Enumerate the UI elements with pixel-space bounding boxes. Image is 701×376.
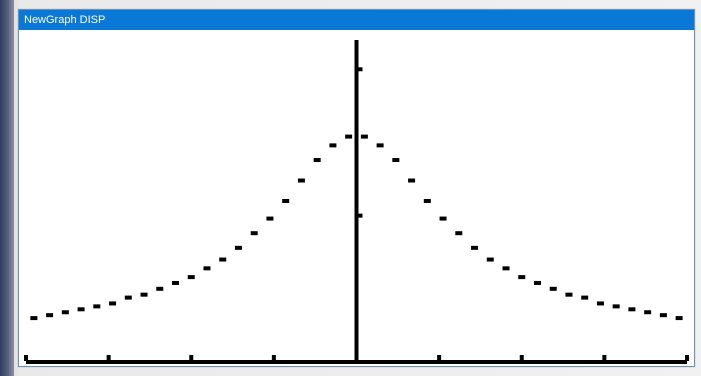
graph-canvas <box>24 40 689 364</box>
curve-point <box>30 316 38 321</box>
window-titlebar[interactable]: NewGraph DISP <box>19 10 694 30</box>
curve-layer <box>30 134 683 321</box>
curve-point <box>46 313 54 318</box>
curve-point <box>408 178 416 183</box>
curve-point <box>628 307 636 312</box>
curve-point <box>172 280 180 285</box>
curve-point <box>77 307 85 312</box>
curve-point <box>140 292 148 297</box>
curve-point <box>549 286 557 291</box>
curve-point <box>581 295 589 300</box>
graph-display <box>19 30 694 366</box>
curve-point <box>644 310 652 315</box>
curve-point <box>345 134 353 139</box>
curve-point <box>93 304 101 309</box>
x-tick-mark <box>106 355 111 361</box>
curve-point <box>502 266 510 271</box>
y-tick-mark <box>356 67 363 72</box>
curve-point <box>439 216 447 221</box>
curve-point <box>109 301 117 306</box>
curve-point <box>565 292 573 297</box>
x-tick-mark <box>354 355 359 361</box>
curve-point <box>219 257 227 262</box>
curve-point <box>675 316 683 321</box>
x-tick-mark <box>24 355 28 361</box>
curve-point <box>455 231 463 236</box>
curve-point <box>266 216 274 221</box>
curve-point <box>203 266 211 271</box>
x-tick-mark <box>602 355 607 361</box>
curve-point <box>329 143 337 148</box>
curve-point <box>297 178 305 183</box>
curve-point <box>250 231 258 236</box>
curve-point <box>392 158 400 163</box>
curve-point <box>313 158 321 163</box>
curve-point <box>187 275 195 280</box>
curve-point <box>61 310 69 315</box>
x-tick-mark <box>519 355 524 361</box>
curve-point <box>360 134 368 139</box>
x-tick-mark <box>437 355 442 361</box>
curve-point <box>596 301 604 306</box>
curve-point <box>659 313 667 318</box>
graph-window[interactable]: NewGraph DISP <box>18 9 695 367</box>
x-tick-mark <box>685 355 689 361</box>
axes-layer <box>24 40 689 364</box>
curve-point <box>423 199 431 203</box>
curve-point <box>282 199 290 203</box>
window-title: NewGraph DISP <box>24 14 106 26</box>
x-tick-mark <box>271 355 276 361</box>
curve-point <box>533 280 541 285</box>
curve-point <box>376 143 384 148</box>
curve-point <box>486 257 494 262</box>
y-tick-mark <box>356 213 363 218</box>
x-tick-mark <box>189 355 194 361</box>
desktop-left-edge <box>0 0 14 376</box>
curve-point <box>156 286 164 291</box>
curve-point <box>612 304 620 309</box>
curve-point <box>471 245 479 250</box>
curve-point <box>124 295 132 300</box>
curve-point <box>234 245 242 250</box>
curve-point <box>518 275 526 280</box>
